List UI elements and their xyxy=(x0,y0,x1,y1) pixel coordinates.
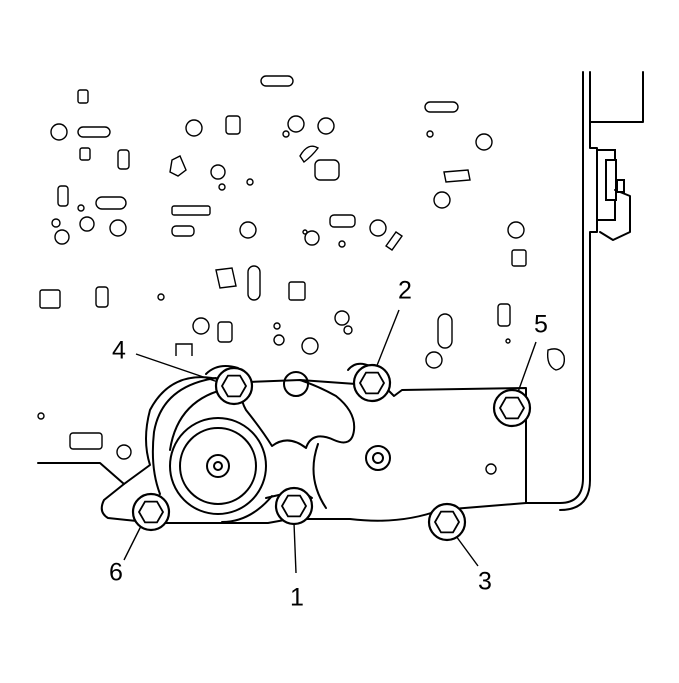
leader-5 xyxy=(517,341,537,393)
case-outline xyxy=(525,71,644,511)
callout-label-6: 6 xyxy=(109,559,123,587)
valve-body-passages xyxy=(37,75,566,475)
bolt-2[interactable] xyxy=(352,363,392,403)
callout-label-4: 4 xyxy=(112,337,126,365)
bolt-5[interactable] xyxy=(492,388,532,428)
bolt-3[interactable] xyxy=(427,502,467,542)
leader-1 xyxy=(293,522,297,574)
callout-label-1: 1 xyxy=(290,584,304,612)
bolt-4[interactable] xyxy=(214,366,254,406)
leader-6 xyxy=(123,523,143,561)
callout-label-2: 2 xyxy=(398,277,412,305)
callout-label-5: 5 xyxy=(534,311,548,339)
leader-2 xyxy=(375,309,400,369)
leader-3 xyxy=(455,535,479,567)
connector xyxy=(596,149,631,241)
callout-leaders xyxy=(123,309,537,574)
bolt-1[interactable] xyxy=(274,486,314,526)
leader-4 xyxy=(135,353,219,383)
callout-label-3: 3 xyxy=(478,568,492,596)
bolt-6[interactable] xyxy=(131,492,171,532)
callout-labels: 1 2 3 4 5 6 xyxy=(109,277,548,612)
